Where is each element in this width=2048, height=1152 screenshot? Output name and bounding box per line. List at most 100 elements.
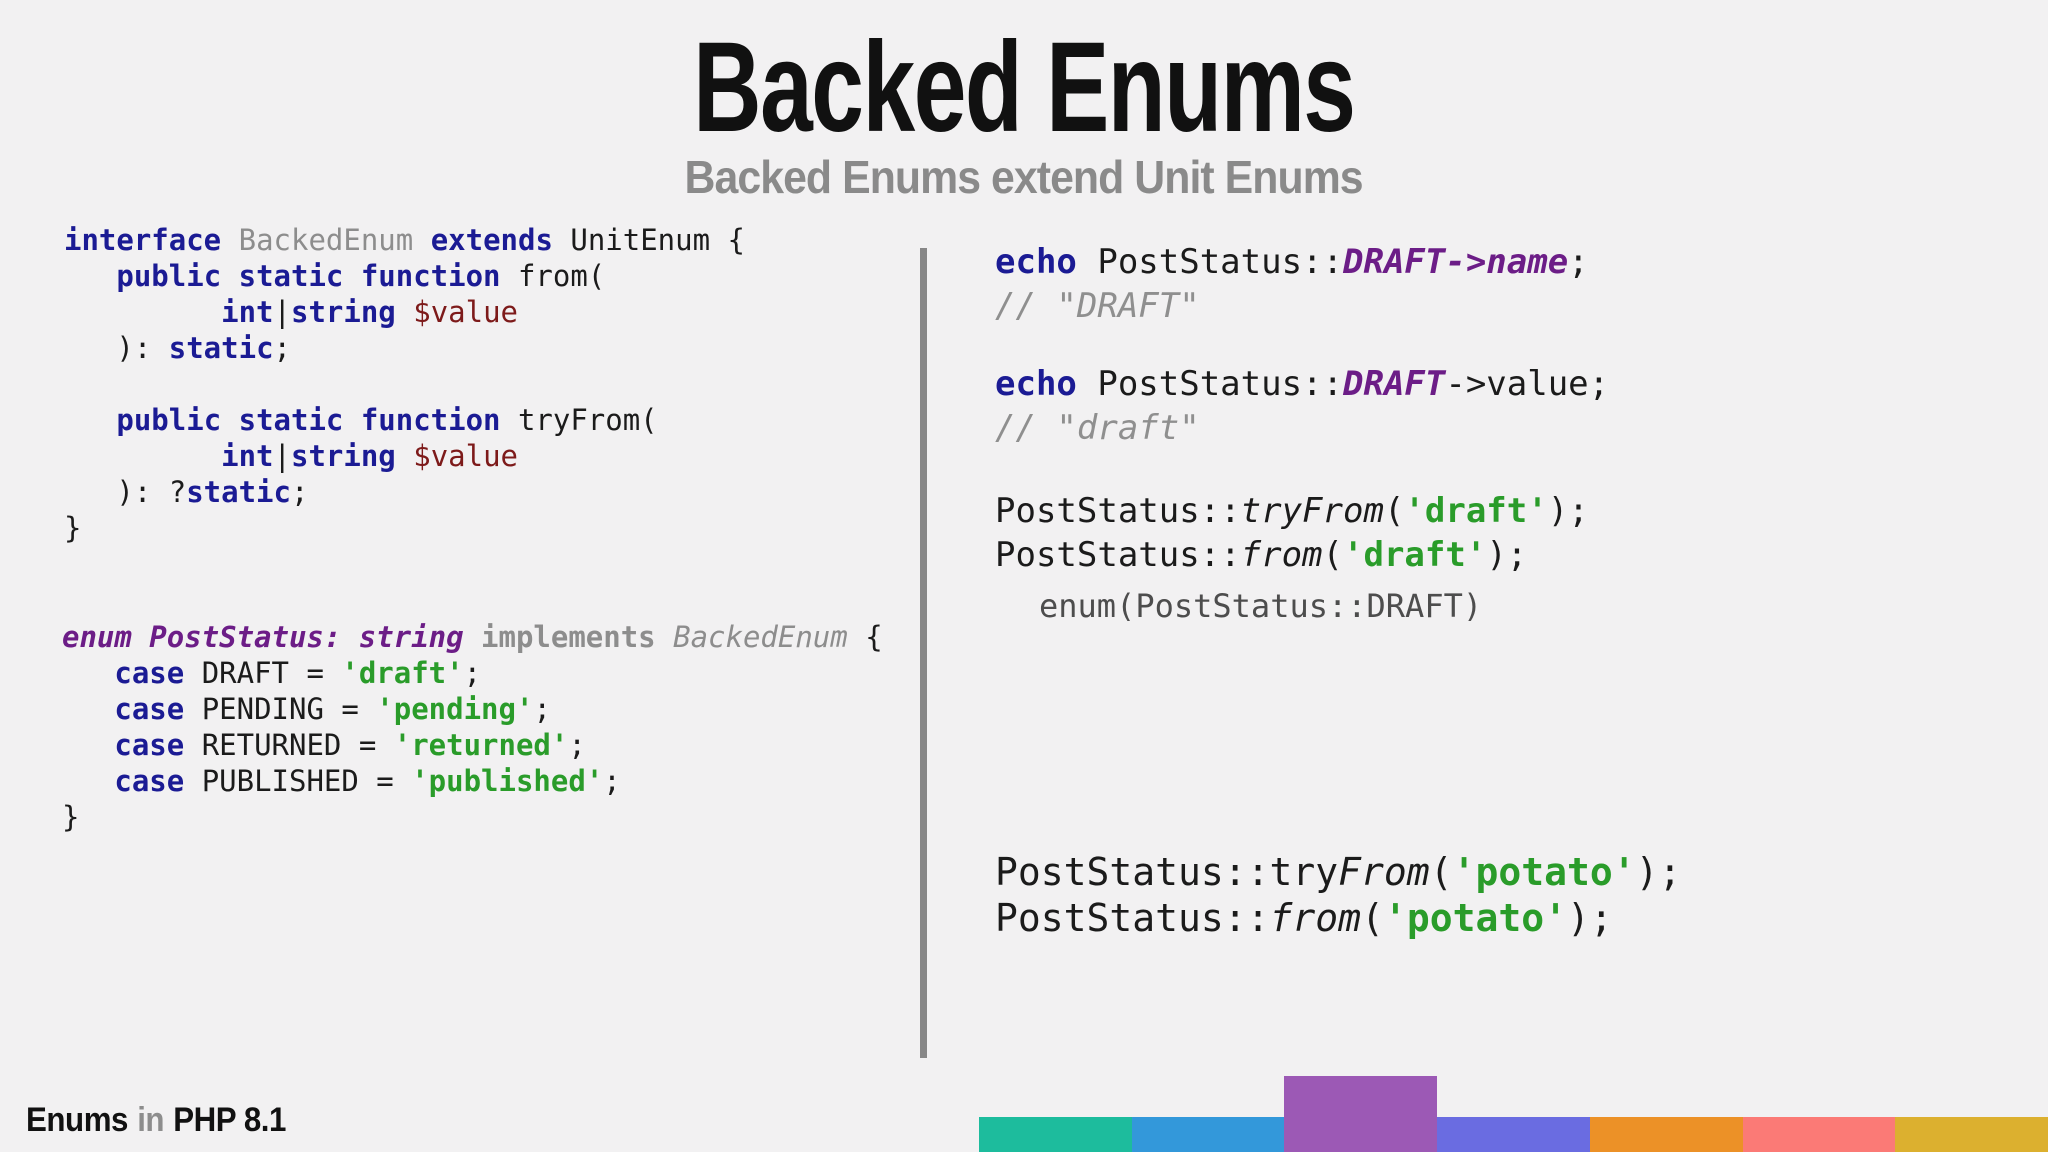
footer-bar-segment-salmon: [1742, 1117, 1896, 1152]
code-token: ;: [533, 692, 551, 726]
footer-bar-segment-blue: [1131, 1117, 1285, 1152]
code-line: echo PostStatus::DRAFT->value;: [995, 362, 1609, 406]
code-token: [656, 620, 673, 654]
code-line: case PENDING = 'pending';: [62, 691, 883, 727]
code-line: PostStatus::from('potato');: [995, 895, 1681, 941]
code-token: PostStatus::: [995, 535, 1241, 575]
code-token: From: [1338, 850, 1430, 894]
code-line: ): ?static;: [64, 474, 745, 510]
code-token: from(: [500, 259, 606, 293]
code-token: ): ?: [64, 475, 187, 509]
footer-bar-segment-teal: [979, 1117, 1132, 1152]
code-token: 'potato': [1383, 896, 1567, 940]
code-token: static: [168, 331, 274, 365]
code-token: [64, 259, 116, 293]
footer-word-enums: Enums: [26, 1101, 128, 1139]
code-token: [413, 223, 430, 257]
code-line: }: [64, 510, 745, 546]
code-token: $value: [413, 439, 518, 473]
footer-bar-segment-indigo: [1437, 1117, 1590, 1152]
code-block-backedenum-interface: interface BackedEnum extends UnitEnum { …: [64, 222, 745, 546]
code-token: interface: [64, 223, 222, 257]
code-block-result-output: enum(PostStatus::DRAFT): [1039, 584, 1482, 628]
footer-bar-segment-orange: [1589, 1117, 1743, 1152]
code-block-tryfrom-draft: PostStatus::tryFrom('draft');PostStatus:…: [995, 489, 1589, 577]
code-block-echo-name: echo PostStatus::DRAFT->name;// "DRAFT": [995, 240, 1589, 328]
code-token: [221, 223, 238, 257]
code-token: PUBLISHED =: [184, 764, 412, 798]
page-subtitle: Backed Enums extend Unit Enums: [684, 151, 1364, 203]
code-token: $value: [413, 295, 518, 329]
code-token: DRAFT =: [184, 656, 342, 690]
code-token: (: [1383, 491, 1405, 531]
code-token: DRAFT: [1343, 364, 1446, 404]
code-token: from: [1240, 535, 1323, 575]
code-token: ;: [463, 656, 482, 690]
code-token: ;: [290, 475, 309, 509]
code-token: string: [291, 439, 396, 473]
code-token: enum PostStatus: string: [62, 620, 464, 654]
code-token: }: [62, 800, 80, 834]
code-token: 'draft': [341, 656, 464, 690]
code-token: 'pending': [376, 692, 534, 726]
code-token: );: [1486, 535, 1528, 575]
footer-bar-segment-purple: [1284, 1076, 1438, 1152]
code-line: PostStatus::from('draft');: [995, 533, 1589, 577]
code-token: case: [114, 728, 185, 762]
title-area: Backed Enums: [0, 16, 2048, 159]
code-token: ;: [273, 331, 291, 365]
code-token: );: [1635, 850, 1682, 894]
code-token: static: [186, 475, 291, 509]
code-token: 'returned': [393, 728, 569, 762]
code-token: PENDING =: [184, 692, 377, 726]
code-token: RETURNED =: [184, 728, 394, 762]
code-token: ->value;: [1445, 364, 1610, 404]
code-line: // "draft": [995, 406, 1609, 450]
code-token: PostStatus::: [1076, 364, 1343, 404]
code-token: PostStatus::: [995, 896, 1270, 940]
footer-word-in: in: [137, 1101, 165, 1139]
code-token: enum(PostStatus::DRAFT): [1039, 587, 1483, 625]
code-line: }: [62, 799, 883, 835]
code-line: enum(PostStatus::DRAFT): [1039, 584, 1482, 628]
footer-word-php: PHP 8.1: [173, 1101, 286, 1139]
code-token: BackedEnum: [238, 223, 414, 257]
code-line: // "DRAFT": [995, 284, 1589, 328]
code-token: [62, 764, 114, 798]
code-block-poststatus-enum: enum PostStatus: string implements Backe…: [62, 619, 883, 835]
code-token: 'published': [411, 764, 604, 798]
code-line: case PUBLISHED = 'published';: [62, 763, 883, 799]
code-token: PostStatus::: [1076, 242, 1343, 282]
code-token: [396, 439, 413, 473]
footer-color-bars: [979, 1076, 2048, 1152]
code-token: tryFrom(: [500, 403, 658, 437]
code-line: case DRAFT = 'draft';: [62, 655, 883, 691]
code-token: UnitEnum {: [552, 223, 745, 257]
code-line: [64, 366, 745, 402]
code-token: );: [1547, 491, 1589, 531]
column-divider: [920, 248, 927, 1058]
code-token: |: [273, 295, 291, 329]
code-token: // "DRAFT": [995, 286, 1200, 326]
page-title: Backed Enums: [693, 16, 1356, 159]
code-token: PostStatus::try: [995, 850, 1339, 894]
code-token: [396, 295, 413, 329]
code-block-echo-value: echo PostStatus::DRAFT->value;// "draft": [995, 362, 1609, 450]
code-line: public static function from(: [64, 258, 745, 294]
code-token: int: [221, 295, 274, 329]
code-token: 'draft': [1343, 535, 1487, 575]
code-token: PostStatus::: [995, 491, 1241, 531]
code-token: ):: [64, 331, 169, 365]
code-token: [64, 295, 221, 329]
code-token: {: [847, 620, 883, 654]
code-token: [64, 403, 116, 437]
code-token: string: [291, 295, 396, 329]
code-token: ;: [568, 728, 586, 762]
code-token: (: [1322, 535, 1344, 575]
code-token: case: [114, 764, 185, 798]
code-block-tryfrom-potato: PostStatus::tryFrom('potato');PostStatus…: [995, 849, 1681, 941]
code-line: case RETURNED = 'returned';: [62, 727, 883, 763]
code-token: );: [1566, 896, 1613, 940]
code-token: ;: [1568, 242, 1589, 282]
code-token: |: [273, 439, 291, 473]
